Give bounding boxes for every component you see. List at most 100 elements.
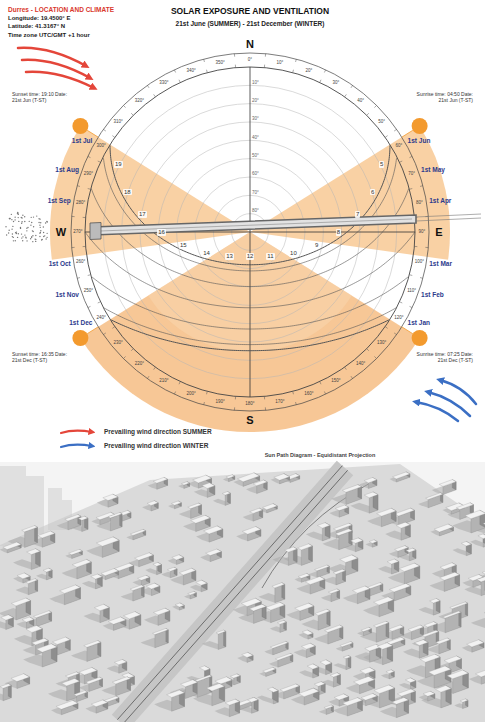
building-block — [242, 527, 260, 541]
rail-corridor — [112, 461, 353, 722]
hour-label: 15 — [179, 242, 188, 249]
hour-label: 14 — [202, 250, 211, 257]
building-roof — [422, 630, 438, 636]
building-roof — [91, 700, 107, 707]
building-block — [207, 683, 225, 705]
building-block — [436, 638, 451, 654]
building-roof — [216, 630, 226, 634]
building-block — [440, 572, 460, 591]
building-roof — [181, 482, 189, 485]
building-block — [11, 674, 30, 689]
building-roof — [167, 690, 185, 697]
tree-dot — [17, 213, 18, 214]
buildings — [0, 472, 485, 718]
building-roof — [377, 508, 396, 516]
building-block — [181, 482, 189, 489]
building-roof — [340, 555, 358, 563]
building-block — [374, 685, 395, 708]
altitude-label: 70° — [252, 190, 259, 195]
azimuth-label: 200° — [187, 391, 196, 396]
tree-dot — [14, 216, 15, 217]
legend-arrow-line — [61, 431, 92, 433]
building-roof — [428, 666, 451, 675]
diagram-title: SOLAR EXPOSURE AND VENTILATION — [171, 7, 329, 17]
tree-dot — [14, 219, 15, 220]
building-block — [204, 526, 223, 542]
tree-dot — [30, 217, 31, 218]
ring-tick — [72, 216, 75, 217]
building-roof — [275, 653, 293, 660]
building-block — [392, 472, 409, 482]
building-roof — [249, 604, 266, 611]
azimuth-label: 340° — [187, 68, 196, 73]
rail-track — [117, 466, 342, 720]
building-roof — [62, 679, 80, 686]
building-roof — [361, 627, 371, 631]
building-roof — [11, 598, 30, 606]
building-roof — [392, 697, 409, 704]
building-roof — [439, 480, 456, 487]
building-block — [152, 628, 168, 647]
building-roof — [215, 677, 232, 684]
azimuth-label: 60° — [396, 143, 403, 148]
compass-letter: S — [246, 414, 253, 427]
building-block — [222, 492, 230, 506]
sun-ray-line — [402, 130, 413, 137]
building-block — [328, 589, 339, 602]
ghost-tower — [26, 476, 44, 534]
building-roof — [434, 524, 453, 532]
sun-time-callout: Sunrise time: 07:25 Date: 21st Dec (T-ST… — [409, 352, 473, 364]
building-block — [364, 478, 377, 489]
sun-symbol — [412, 330, 428, 346]
building-block — [343, 655, 350, 669]
ring-tick — [425, 247, 428, 248]
building-roof — [334, 694, 348, 700]
building-roof — [377, 643, 393, 650]
building-roof — [396, 522, 410, 528]
building-roof — [305, 576, 325, 584]
building-roof — [3, 542, 21, 549]
building-block — [423, 691, 435, 701]
building-roof — [263, 667, 276, 672]
tree-dot — [31, 236, 32, 237]
ring-tick — [295, 402, 297, 405]
azimuth-label: 240° — [96, 315, 105, 320]
sun-path-curve — [85, 232, 415, 308]
building-roof — [253, 480, 267, 486]
tree-dot — [29, 221, 30, 222]
ring-tick — [123, 356, 125, 358]
building-roof — [484, 608, 485, 614]
building-block — [275, 653, 293, 667]
building-roof — [444, 656, 461, 663]
building-block — [340, 642, 353, 652]
azimuth-label: 300° — [96, 143, 105, 148]
altitude-label: 10° — [252, 80, 259, 85]
building-roof — [147, 501, 158, 506]
azimuth-ring — [71, 53, 429, 411]
building-block — [414, 640, 428, 659]
month-label: 1st Jul — [72, 137, 93, 144]
azimuth-label: 220° — [135, 361, 144, 366]
building-block — [295, 603, 314, 620]
altitude-label: 60° — [252, 171, 259, 176]
wind-arrows — [18, 48, 476, 421]
ring-tick — [112, 327, 114, 329]
building-roof — [315, 609, 330, 615]
tree-dot — [11, 228, 12, 229]
station-end-block — [90, 223, 101, 240]
building-block — [330, 673, 340, 687]
building-roof — [65, 515, 81, 521]
tree-dot — [21, 217, 22, 218]
tree-dot — [44, 235, 45, 236]
building-roof — [180, 680, 197, 687]
building-roof — [26, 579, 38, 584]
tree-dot — [41, 239, 42, 240]
ring-tick — [131, 349, 133, 351]
building-block — [172, 555, 184, 565]
building-roof — [33, 611, 51, 618]
ring-tick — [179, 80, 180, 83]
building-block — [167, 690, 185, 711]
month-label: 1st Apr — [429, 197, 451, 204]
building-roof — [482, 568, 485, 576]
